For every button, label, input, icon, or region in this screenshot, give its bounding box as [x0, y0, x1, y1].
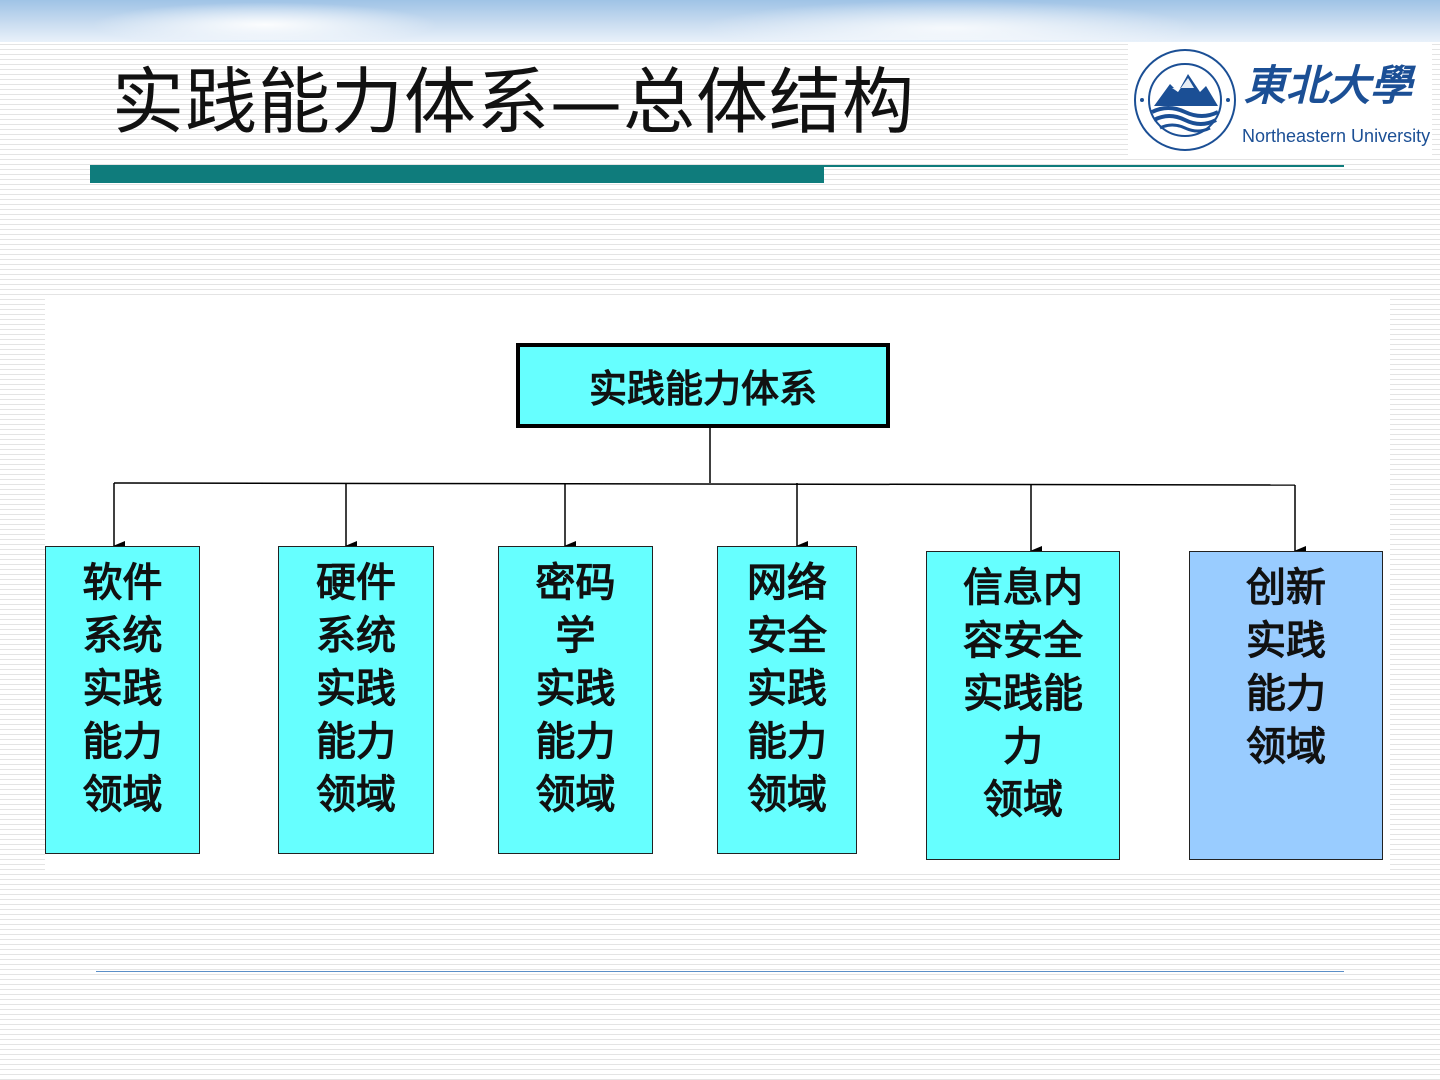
footer-divider — [96, 971, 1344, 972]
node-network-security: 网络 安全 实践 能力 领域 — [717, 546, 857, 854]
root-node: 实践能力体系 — [516, 343, 890, 428]
node-label: 软件 系统 实践 能力 领域 — [82, 560, 163, 818]
node-innovation: 创新 实践 能力 领域 — [1189, 551, 1383, 860]
branch-bus-line — [113, 482, 1296, 486]
node-software-systems: 软件 系统 实践 能力 领域 — [45, 546, 200, 854]
node-label: 密码 学 实践 能力 领域 — [535, 560, 616, 818]
university-logo: 東北大學 Northeastern University — [1128, 44, 1432, 156]
node-label: 硬件 系统 实践 能力 领域 — [316, 560, 396, 818]
node-label: 网络 安全 实践 能力 领域 — [747, 560, 827, 818]
node-label: 信息内 容安全 实践能 力 领域 — [963, 565, 1083, 823]
university-seal-icon — [1134, 49, 1236, 151]
title-underline-thick — [90, 166, 824, 183]
university-name-en: Northeastern University — [1242, 126, 1431, 146]
node-content-security: 信息内 容安全 实践能 力 领域 — [926, 551, 1120, 860]
slide-title: 实践能力体系—总体结构 — [112, 60, 916, 144]
node-cryptography: 密码 学 实践 能力 领域 — [498, 546, 653, 854]
university-name-cn: 東北大學 — [1244, 61, 1413, 110]
top-banner-decoration — [0, 0, 1440, 42]
node-label: 创新 实践 能力 领域 — [1246, 565, 1326, 770]
node-hardware-systems: 硬件 系统 实践 能力 领域 — [278, 546, 434, 854]
